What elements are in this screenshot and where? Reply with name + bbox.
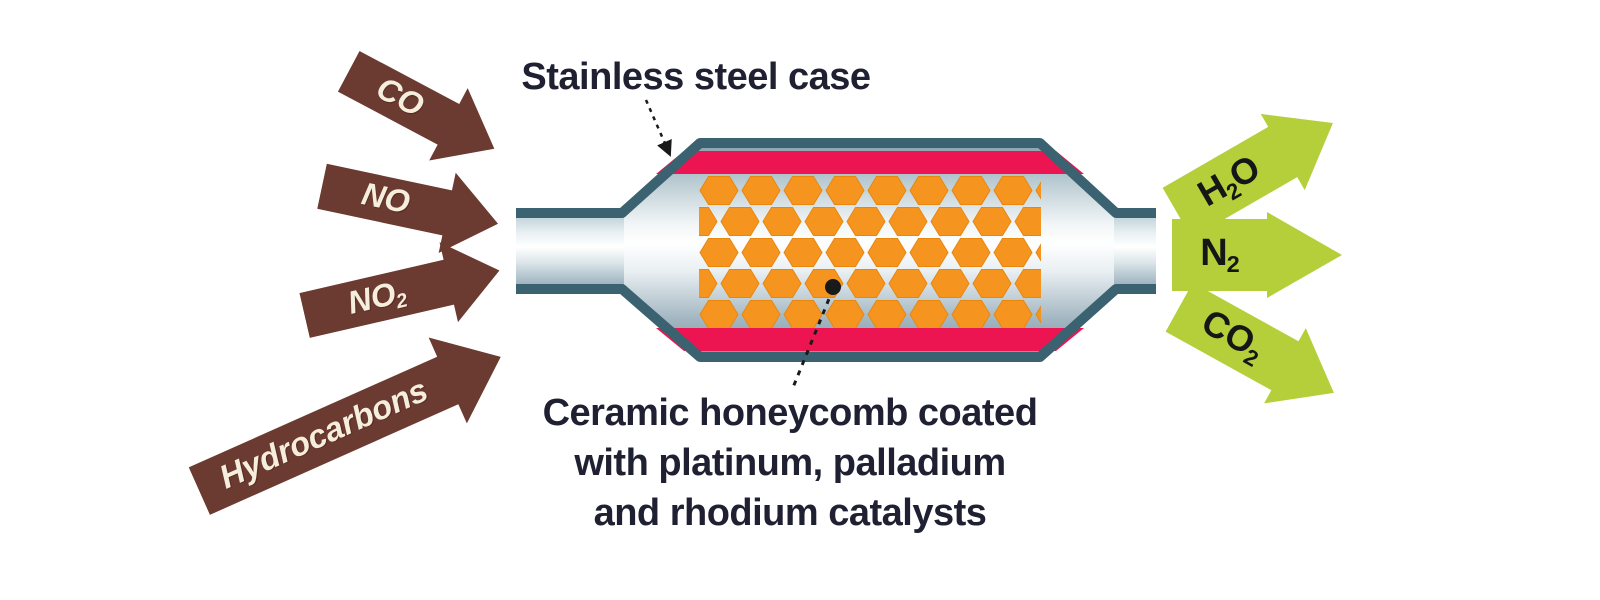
input-arrow-no-icon: NO	[313, 146, 506, 264]
inlet-pipe	[516, 208, 624, 294]
insulation-band-top	[656, 151, 1084, 174]
input-arrow-hydrocarbons-icon: Hydrocarbons	[180, 314, 520, 534]
arrow-shape	[317, 163, 499, 254]
ceramic-honeycomb-label: Ceramic honeycomb coated with platinum, …	[540, 388, 1040, 538]
arrow-shape	[188, 337, 501, 515]
stainless-case-leader-line	[644, 99, 672, 157]
output-arrow-h2o-icon: H2O	[1155, 85, 1355, 251]
arrow-shape	[1162, 113, 1333, 239]
honeycomb-leader-line	[790, 288, 835, 391]
output-arrow-co2-icon: CO2	[1158, 269, 1355, 430]
honeycomb-leader-dot	[825, 279, 841, 295]
ceramic-label-line1: Ceramic honeycomb coated	[542, 392, 1038, 434]
ceramic-label-line2: with platinum, palladium	[574, 442, 1006, 484]
input-arrow-no2-icon: NO2	[295, 231, 508, 356]
input-arrow-co-icon: CO	[329, 35, 513, 185]
arrow-shape	[1172, 212, 1342, 298]
insulation-band-bottom	[656, 328, 1084, 351]
arrow-shape	[337, 50, 495, 161]
stainless-steel-case-label: Stainless steel case	[521, 56, 871, 98]
ceramic-label-line3: and rhodium catalysts	[593, 492, 987, 534]
outlet-pipe	[1114, 208, 1156, 294]
arrow-shape	[299, 242, 500, 338]
steel-case-bottom-contour	[516, 284, 1156, 362]
arrow-shape	[1165, 282, 1334, 404]
ceramic-honeycomb	[699, 174, 1041, 329]
arrow-label: N2	[1200, 231, 1240, 278]
steel-case-top-contour	[516, 138, 1156, 218]
output-arrow-n2-icon: N2	[1172, 212, 1342, 298]
